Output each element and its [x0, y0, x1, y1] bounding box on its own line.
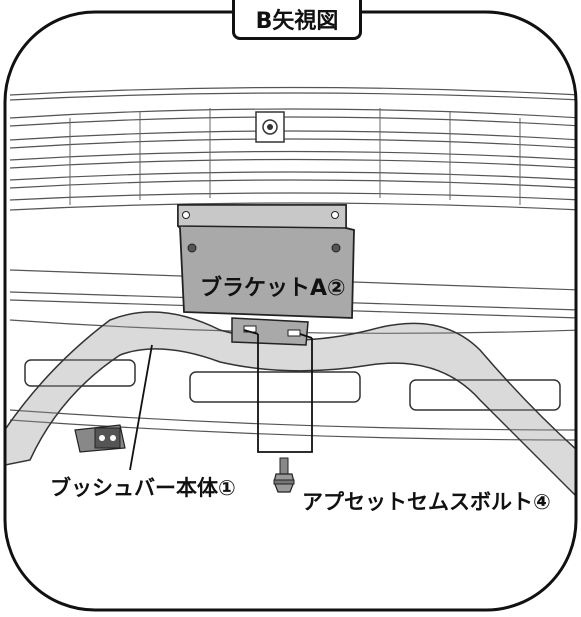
bush-bar-tube [5, 311, 576, 522]
view-title: B矢視図 [232, 0, 362, 40]
mount-bracket-left [74, 424, 126, 453]
bolt-icon [273, 457, 295, 493]
bracket-a [177, 204, 355, 346]
grille-slats [9, 86, 576, 211]
bolt-label: アプセットセムスボルト④ [302, 490, 551, 514]
bracket-label: ブラケットA② [200, 276, 346, 301]
leader-lines [129, 329, 313, 471]
grille-verticals [69, 108, 521, 205]
bumper-slots [24, 359, 561, 411]
grille-clip [255, 111, 285, 143]
bush-bar-body-label: ブッシュバー本体① [48, 472, 238, 502]
